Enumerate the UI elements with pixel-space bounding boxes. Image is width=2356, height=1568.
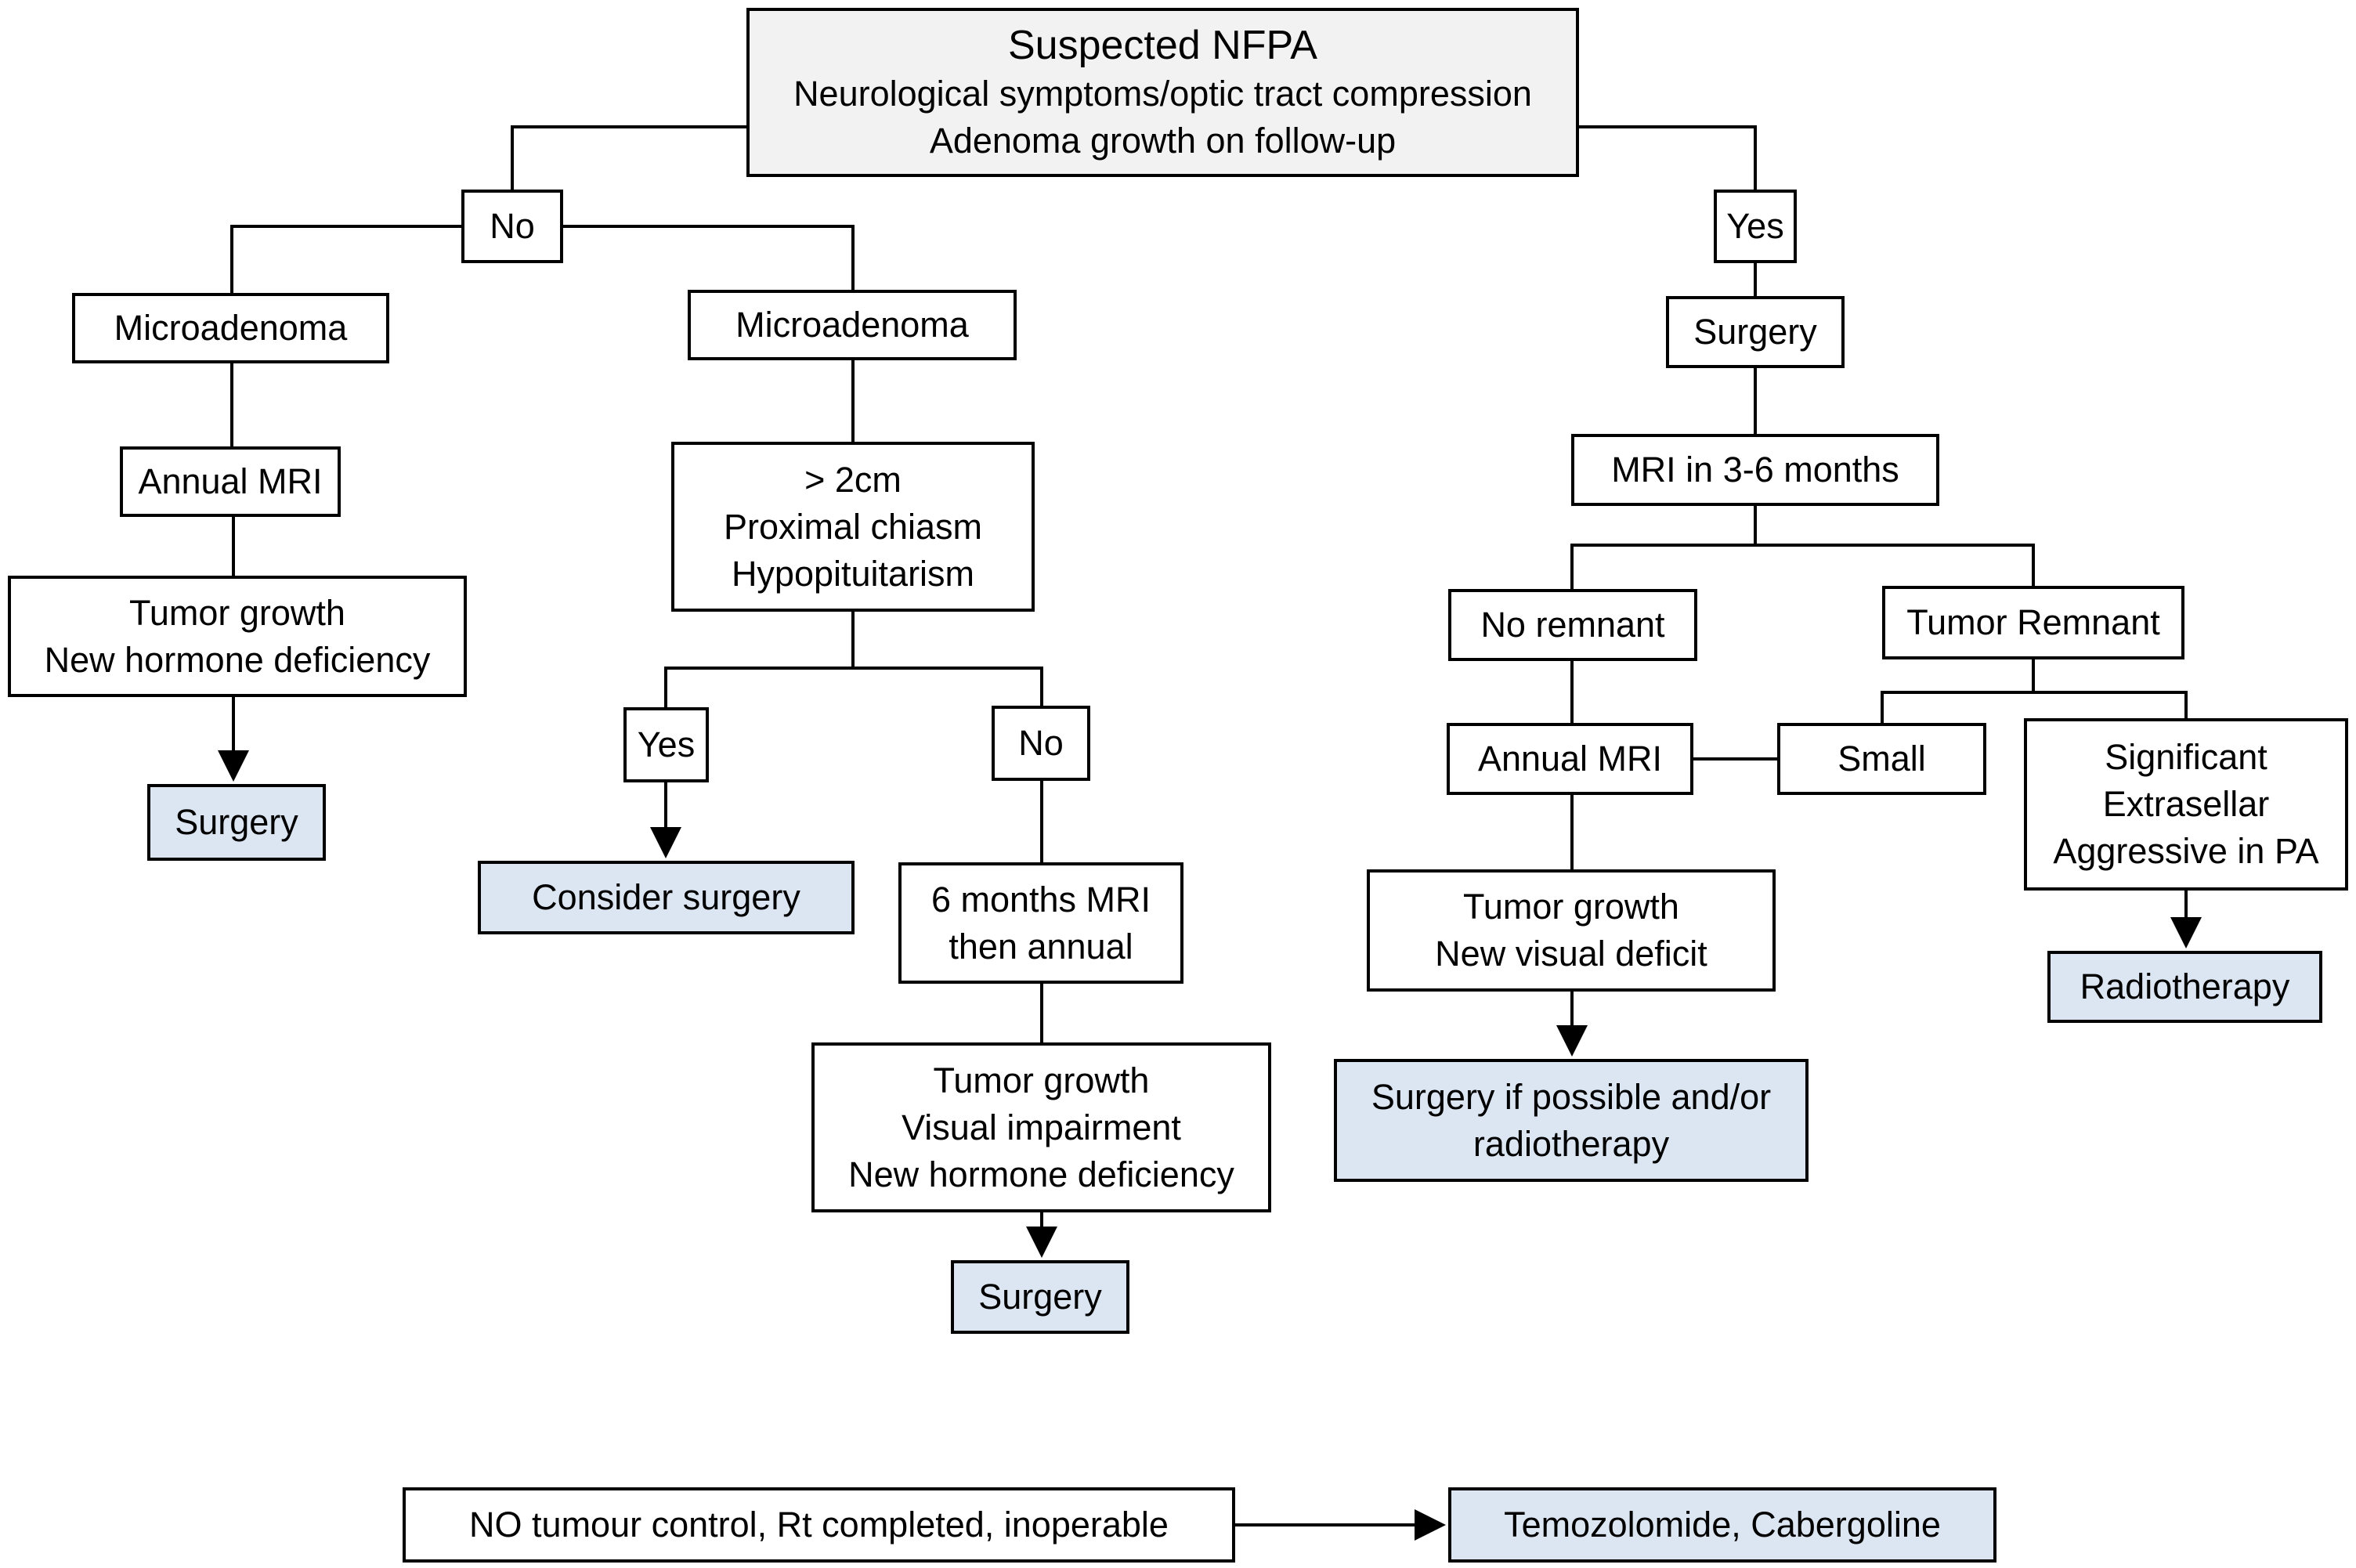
node-annual-mri-right: Annual MRI <box>1447 723 1693 795</box>
node-annual-mri-right-label: Annual MRI <box>1477 739 1663 779</box>
node-small: Small <box>1777 723 1986 795</box>
node-no-top: No <box>461 190 563 263</box>
node-growth-mid: Tumor growth Visual impairment New hormo… <box>811 1042 1271 1212</box>
node-mri-3-6: MRI in 3-6 months <box>1571 434 1939 506</box>
node-surgery-right-label: Surgery <box>1693 312 1817 352</box>
node-no-control: NO tumour control, Rt completed, inopera… <box>403 1487 1235 1563</box>
node-surgery-mid: Surgery <box>951 1260 1129 1334</box>
node-no-mid-label: No <box>1018 723 1064 763</box>
node-yes-mid-label: Yes <box>637 724 696 764</box>
node-criteria-line-2: Proximal chiasm <box>723 506 983 547</box>
node-no-remnant-label: No remnant <box>1480 605 1665 645</box>
node-significant-line-2: Extrasellar <box>2102 784 2270 824</box>
node-no-top-label: No <box>490 206 535 246</box>
node-temozolomide: Temozolomide, Cabergoline <box>1448 1487 1996 1563</box>
node-growth-right-line-1: Tumor growth <box>1463 887 1679 927</box>
node-growth-mid-line-2: Visual impairment <box>902 1107 1181 1147</box>
node-significant-line-1: Significant <box>2105 737 2267 777</box>
node-micro-mid-label: Microadenoma <box>735 305 969 345</box>
node-no-control-label: NO tumour control, Rt completed, inopera… <box>469 1505 1169 1545</box>
node-surgery-mid-label: Surgery <box>978 1277 1102 1317</box>
node-micro-left: Microadenoma <box>72 293 389 363</box>
node-temozolomide-label: Temozolomide, Cabergoline <box>1504 1505 1941 1545</box>
node-start: Suspected NFPA Neurological symptoms/opt… <box>746 8 1579 177</box>
node-start-line-3: Adenoma growth on follow-up <box>929 121 1397 161</box>
node-growth-right: Tumor growth New visual deficit <box>1367 869 1776 992</box>
node-surgery-left-label: Surgery <box>175 802 298 842</box>
node-surgery-left: Surgery <box>147 784 326 861</box>
node-growth-left-line-1: Tumor growth <box>129 592 345 633</box>
node-growth-mid-line-3: New hormone deficiency <box>848 1154 1234 1194</box>
node-small-label: Small <box>1837 739 1926 779</box>
node-yes-top-label: Yes <box>1726 206 1784 246</box>
node-six-months-mri: 6 months MRI then annual <box>898 862 1183 984</box>
node-start-line-2: Neurological symptoms/optic tract compre… <box>793 74 1532 114</box>
node-radiotherapy-label: Radiotherapy <box>2080 966 2290 1006</box>
node-significant: Significant Extrasellar Aggressive in PA <box>2024 718 2348 891</box>
node-surgery-or-rt-line-2: radiotherapy <box>1472 1123 1670 1164</box>
node-surgery-or-rt: Surgery if possible and/or radiotherapy <box>1334 1059 1809 1182</box>
node-surgery-right: Surgery <box>1666 296 1845 368</box>
node-annual-mri-left: Annual MRI <box>120 446 341 517</box>
node-micro-mid: Microadenoma <box>688 290 1017 360</box>
edge-start-yes <box>1579 125 1757 190</box>
node-consider-surgery: Consider surgery <box>478 861 855 934</box>
node-yes-mid: Yes <box>623 707 709 782</box>
node-no-remnant: No remnant <box>1448 589 1697 661</box>
node-growth-mid-line-1: Tumor growth <box>933 1060 1150 1100</box>
node-surgery-or-rt-line-1: Surgery if possible and/or <box>1371 1076 1772 1117</box>
edge-no-micro-mid <box>563 225 855 290</box>
node-growth-left-line-2: New hormone deficiency <box>44 639 431 680</box>
node-significant-line-3: Aggressive in PA <box>2053 831 2319 871</box>
node-criteria-mid: > 2cm Proximal chiasm Hypopituitarism <box>671 442 1035 612</box>
node-six-months-line-2: then annual <box>949 926 1133 966</box>
edge-criteria-yes <box>664 667 1043 707</box>
node-tumor-remnant-label: Tumor Remnant <box>1906 602 2160 642</box>
node-yes-top: Yes <box>1714 190 1797 263</box>
node-radiotherapy: Radiotherapy <box>2047 951 2322 1023</box>
node-no-mid: No <box>992 706 1090 781</box>
edge-no-micro-left <box>230 225 461 293</box>
node-mri-3-6-label: MRI in 3-6 months <box>1611 450 1899 490</box>
node-consider-surgery-label: Consider surgery <box>532 877 800 917</box>
node-criteria-line-3: Hypopituitarism <box>731 553 975 594</box>
node-criteria-line-1: > 2cm <box>804 459 902 500</box>
node-growth-right-line-2: New visual deficit <box>1435 934 1707 974</box>
node-tumor-remnant: Tumor Remnant <box>1882 586 2184 659</box>
node-start-title: Suspected NFPA <box>1007 23 1317 68</box>
edge-remnant-branches <box>1881 691 2188 723</box>
node-six-months-line-1: 6 months MRI <box>930 879 1151 919</box>
node-micro-left-label: Microadenoma <box>114 308 348 348</box>
edge-start-no <box>511 125 746 190</box>
node-annual-mri-left-label: Annual MRI <box>138 461 323 501</box>
edge-mri-branches <box>1570 544 2035 589</box>
node-growth-left: Tumor growth New hormone deficiency <box>8 576 467 697</box>
